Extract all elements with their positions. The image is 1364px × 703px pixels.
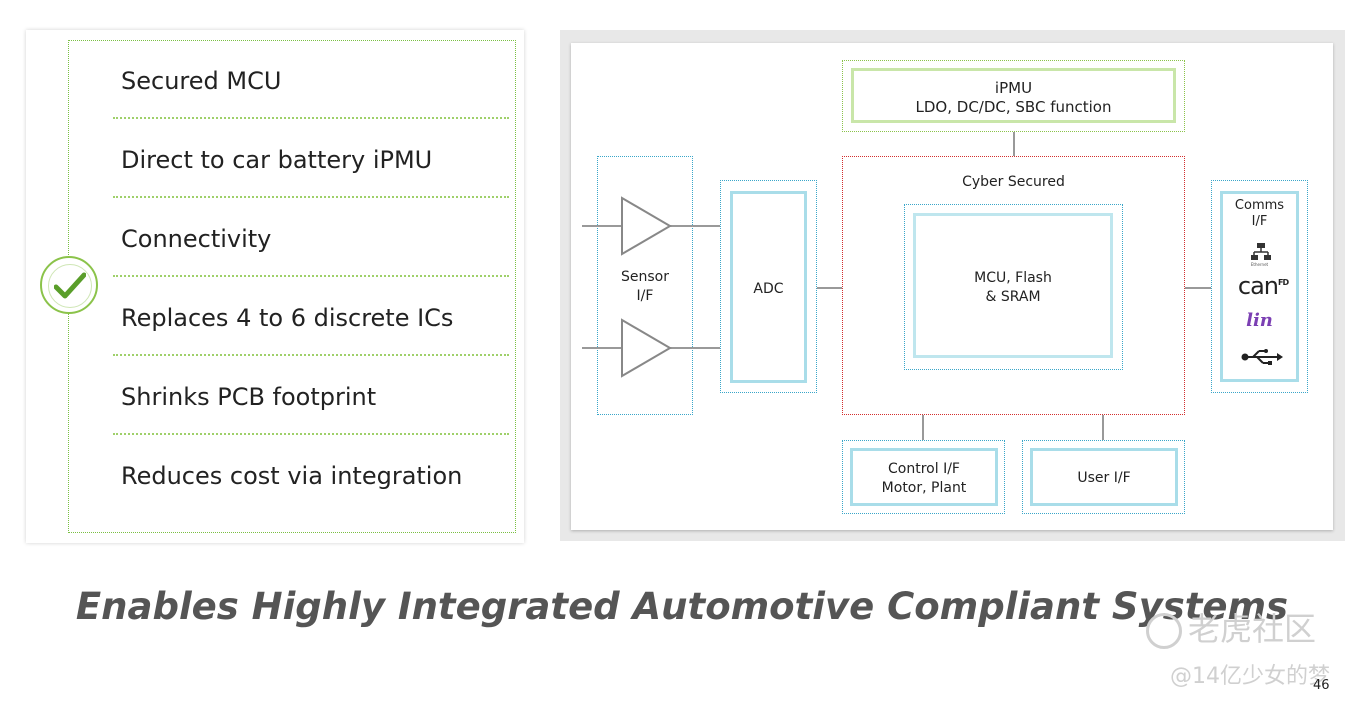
can-fd-logo: canFD: [1227, 272, 1299, 300]
watermark-handle: @14亿少女的梦: [1170, 664, 1330, 689]
feature-divider: [113, 117, 509, 119]
feature-divider: [113, 275, 509, 277]
slide-headline: Enables Highly Integrated Automotive Com…: [75, 585, 1289, 628]
feature-divider: [113, 196, 509, 198]
feature-label: Reduces cost via integration: [121, 462, 463, 490]
feature-label: Shrinks PCB footprint: [121, 383, 377, 411]
control-if-block-frame: [842, 440, 1005, 514]
user-if-block: User I/F: [1030, 448, 1178, 506]
connector-comms: [1185, 287, 1211, 289]
watermark-circle-icon: [1146, 613, 1182, 649]
control-if-block: Control I/F Motor, Plant: [850, 448, 998, 506]
checkmark-badge: [40, 256, 98, 314]
adc-block: ADC: [730, 191, 807, 383]
watermark-logo-text: 老虎社区: [1188, 610, 1317, 648]
lin-logo: lin: [1246, 310, 1273, 331]
sensor-label-line2: I/F: [636, 288, 654, 304]
feature-label: Secured MCU: [121, 67, 282, 95]
feature-label: Connectivity: [121, 225, 272, 253]
connector-adc: [817, 287, 842, 289]
feature-item: Replaces 4 to 6 discrete ICs: [113, 278, 541, 356]
feature-item: Secured MCU: [113, 41, 541, 119]
feature-item: Direct to car battery iPMU: [113, 120, 541, 198]
ethernet-icon: [1251, 243, 1271, 260]
amplifier-triangle-bottom: [621, 318, 672, 378]
mcu-block-frame: [904, 204, 1123, 370]
usb-icon: [1241, 349, 1283, 365]
ipmu-block-frame: [842, 60, 1185, 132]
feature-list-frame: Secured MCU Direct to car battery iPMU C…: [68, 40, 516, 533]
connector-user: [1102, 415, 1104, 440]
ethernet-label: Ethernet: [1250, 262, 1269, 267]
feature-item: Connectivity: [113, 199, 541, 277]
adc-block-frame: [720, 180, 817, 393]
comms-label-line1: Comms: [1234, 198, 1285, 213]
amplifier-symbols: [582, 196, 720, 378]
feature-item: Shrinks PCB footprint: [113, 357, 541, 435]
user-if-label: User I/F: [1077, 470, 1131, 486]
connector-control: [922, 415, 924, 440]
watermark-logo: 老虎社区: [1146, 604, 1316, 650]
page-number: 46: [1313, 678, 1330, 693]
ipmu-block: iPMU LDO, DC/DC, SBC function: [851, 68, 1176, 123]
adc-label: ADC: [753, 281, 784, 297]
cyber-secured-label: Cyber Secured: [962, 174, 1065, 190]
control-label-line2: Motor, Plant: [881, 480, 967, 496]
can-fd-logo-sup: FD: [1278, 278, 1289, 287]
control-label-line1: Control I/F: [888, 461, 960, 477]
feature-divider: [113, 433, 509, 435]
ipmu-subtitle: LDO, DC/DC, SBC function: [915, 98, 1112, 116]
feature-divider: [113, 354, 509, 356]
mcu-label-line2: & SRAM: [985, 289, 1041, 305]
checkmark-icon: [54, 272, 86, 299]
amplifier-triangle-top: [621, 196, 672, 256]
connector-ipmu: [1013, 132, 1015, 156]
feature-panel: Secured MCU Direct to car battery iPMU C…: [26, 30, 524, 543]
feature-label: Replaces 4 to 6 discrete ICs: [121, 304, 454, 332]
sensor-label-line1: Sensor: [621, 269, 669, 285]
user-if-block-frame: [1022, 440, 1185, 514]
mcu-label-line1: MCU, Flash: [974, 270, 1052, 286]
comms-block-frame: [1211, 180, 1308, 393]
can-fd-logo-text: can: [1237, 272, 1279, 300]
comms-label-line2: I/F: [1251, 214, 1268, 229]
feature-item: Reduces cost via integration: [121, 436, 541, 514]
feature-label: Direct to car battery iPMU: [121, 146, 433, 174]
mcu-block: MCU, Flash & SRAM: [913, 213, 1113, 358]
ipmu-title: iPMU: [994, 79, 1033, 97]
sensor-if-block: Sensor I/F: [597, 156, 693, 415]
cyber-secured-block: Cyber Secured: [842, 156, 1185, 415]
comms-block: Comms I/F Ethernet canFD lin: [1220, 191, 1299, 382]
